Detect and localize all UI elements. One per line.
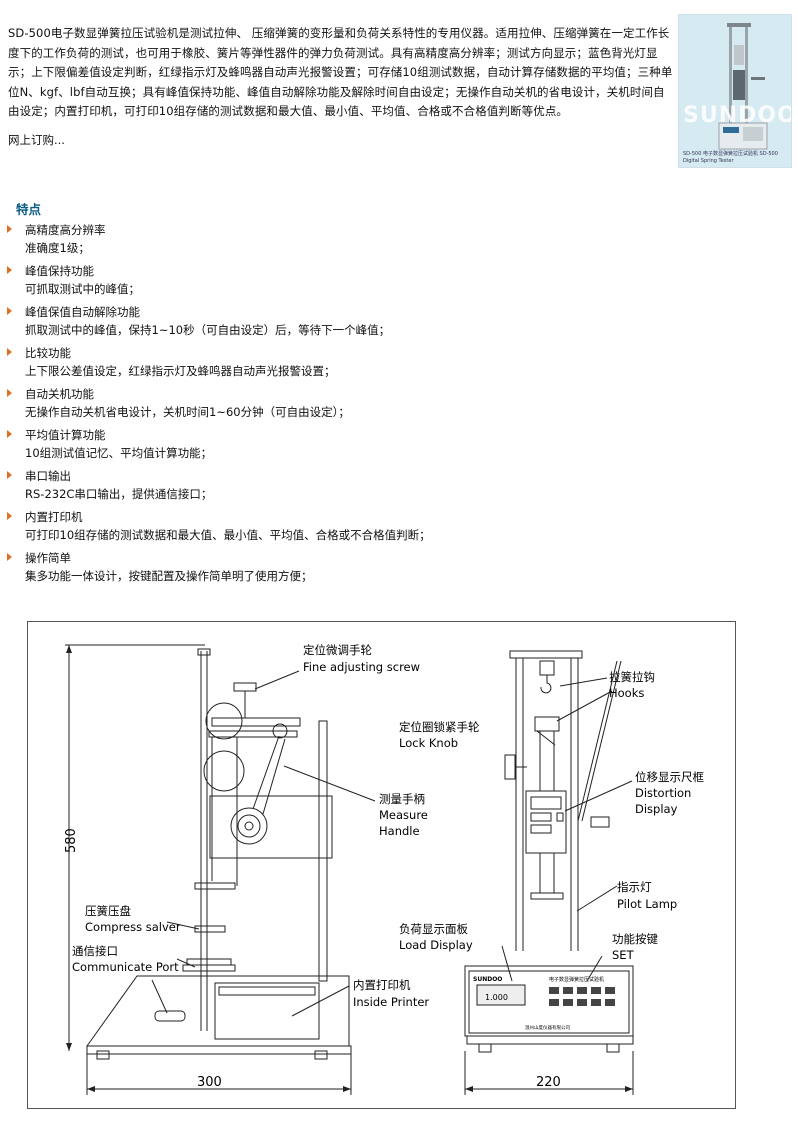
- feature-desc: 可抓取测试中的峰值；: [25, 282, 140, 296]
- lock-knob-label-cn: 定位圈锁紧手轮: [399, 720, 480, 734]
- feature-desc: 可打印10组存储的测试数据和最大值、最小值、平均值、合格或不合格值判断；: [25, 528, 431, 542]
- feature-desc: RS-232C串口输出，提供通信接口；: [25, 487, 213, 501]
- panel-display-value: 1.000: [485, 993, 508, 1002]
- feature-item: 平均值计算功能 10组测试值记忆、平均值计算功能；: [0, 427, 700, 468]
- feature-item: 自动关机功能无操作自动关机省电设计，关机时间1~60分钟（可自由设定）；: [0, 386, 700, 427]
- feature-item: 峰值保值自动解除功能抓取测试中的峰值，保持1~10秒（可自由设定）后，等待下一个…: [0, 304, 700, 345]
- distortion-display-label-en1: Distortion: [635, 786, 691, 800]
- technical-drawing: 580 300 220 定位微调手轮 Fine adjusting screw …: [27, 621, 736, 1109]
- online-order-link[interactable]: 网上订购...: [8, 133, 65, 147]
- feature-desc: 准确度1级；: [25, 241, 90, 255]
- bullet-arrow-icon: [7, 266, 12, 274]
- feature-title: 平均值计算功能: [25, 428, 106, 442]
- feature-desc: 上下限公差值设定，红绿指示灯及蜂鸣器自动声光报警设置；: [25, 364, 336, 378]
- dim-width-side-label: 300: [197, 1075, 222, 1090]
- product-photo: SUNDOO SD-500 电子数显弹簧拉压试验机 SD-500 Digital…: [678, 14, 792, 168]
- panel-company: 温州山度仪器有限公司: [525, 1024, 570, 1031]
- feature-desc: 抓取测试中的峰值，保持1~10秒（可自由设定）后，等待下一个峰值；: [25, 323, 391, 337]
- feature-title: 串口输出: [25, 469, 71, 483]
- product-photo-illustration: [679, 15, 791, 167]
- feature-item: 操作简单集多功能一体设计，按键配置及操作简单明了使用方便；: [0, 550, 700, 591]
- bullet-arrow-icon: [7, 348, 12, 356]
- measure-handle-label-en1: Measure: [379, 808, 428, 822]
- pilot-lamp-label-cn: 指示灯: [617, 880, 652, 894]
- compress-salver-label-en: Compress salver: [85, 920, 181, 934]
- hooks-label-cn: 拉簧拉钩: [609, 670, 655, 684]
- panel-keypad: [549, 987, 615, 1006]
- hooks-label-en: Hooks: [609, 686, 644, 700]
- feature-title: 自动关机功能: [25, 387, 94, 401]
- features-list: 高精度高分辨率准确度1级； 峰值保持功能可抓取测试中的峰值； 峰值保值自动解除功…: [0, 222, 700, 591]
- panel-brand: SUNDOO: [473, 976, 502, 983]
- inside-printer-label-en: Inside Printer: [353, 995, 429, 1009]
- feature-item: 高精度高分辨率准确度1级；: [0, 222, 700, 263]
- feature-title: 高精度高分辨率: [25, 223, 106, 237]
- communicate-port-label-cn: 通信接口: [72, 944, 118, 958]
- compress-salver-label-cn: 压簧压盘: [85, 904, 131, 918]
- feature-item: 比较功能上下限公差值设定，红绿指示灯及蜂鸣器自动声光报警设置；: [0, 345, 700, 386]
- photo-caption: SD-500 电子数显弹簧拉压试验机 SD-500 Digital Spring…: [683, 151, 778, 164]
- load-display-label-cn: 负荷显示面板: [399, 922, 468, 936]
- distortion-display-label-en2: Display: [635, 802, 678, 816]
- pilot-lamp-label-en: Pilot Lamp: [617, 897, 677, 911]
- measure-handle-label-cn: 测量手柄: [379, 792, 425, 806]
- set-keys-label-cn: 功能按键: [612, 932, 658, 946]
- communicate-port-label-en: Communicate Port: [72, 960, 179, 974]
- load-display-label-en: Load Display: [399, 938, 473, 952]
- bullet-arrow-icon: [7, 430, 12, 438]
- bullet-arrow-icon: [7, 389, 12, 397]
- lock-knob-label-en: Lock Knob: [399, 736, 458, 750]
- feature-item: 串口输出 RS-232C串口输出，提供通信接口；: [0, 468, 700, 509]
- bullet-arrow-icon: [7, 225, 12, 233]
- inside-printer-label-cn: 内置打印机: [353, 978, 411, 992]
- fine-adjusting-label-en: Fine adjusting screw: [303, 660, 420, 674]
- feature-title: 峰值保值自动解除功能: [25, 305, 140, 319]
- feature-title: 操作简单: [25, 551, 71, 565]
- bullet-arrow-icon: [7, 307, 12, 315]
- features-heading: 特点: [16, 202, 42, 217]
- feature-desc: 集多功能一体设计，按键配置及操作简单明了使用方便；: [25, 569, 313, 583]
- bullet-arrow-icon: [7, 553, 12, 561]
- distortion-display-label-cn: 位移显示尺框: [635, 770, 704, 784]
- feature-title: 峰值保持功能: [25, 264, 94, 278]
- feature-item: 峰值保持功能可抓取测试中的峰值；: [0, 263, 700, 304]
- feature-title: 内置打印机: [25, 510, 83, 524]
- feature-desc: 10组测试值记忆、平均值计算功能；: [25, 446, 213, 460]
- technical-drawing-svg: 580 300 220 定位微调手轮 Fine adjusting screw …: [27, 621, 736, 1109]
- feature-desc: 无操作自动关机省电设计，关机时间1~60分钟（可自由设定）；: [25, 405, 350, 419]
- measure-handle-label-en2: Handle: [379, 824, 420, 838]
- dim-height-label: 580: [64, 828, 79, 853]
- bullet-arrow-icon: [7, 512, 12, 520]
- panel-title: 电子数显弹簧拉压试验机: [549, 976, 604, 983]
- dim-width-front-label: 220: [536, 1075, 561, 1090]
- photo-watermark: SUNDOO: [683, 103, 792, 128]
- feature-item: 内置打印机可打印10组存储的测试数据和最大值、最小值、平均值、合格或不合格值判断…: [0, 509, 700, 550]
- set-keys-label-en: SET: [612, 948, 635, 962]
- feature-title: 比较功能: [25, 346, 71, 360]
- intro-paragraph: SD-500电子数显弹簧拉压试验机是测试拉伸、 压缩弹簧的变形量和负荷关系特性的…: [8, 26, 673, 118]
- bullet-arrow-icon: [7, 471, 12, 479]
- fine-adjusting-label-cn: 定位微调手轮: [303, 643, 372, 657]
